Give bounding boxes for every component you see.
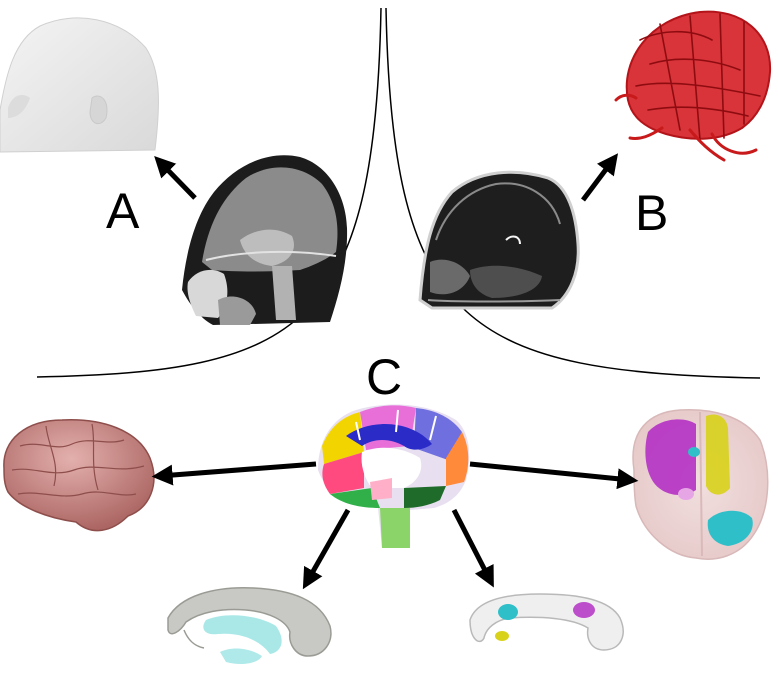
panel-label-b: B [635, 185, 669, 241]
panel-label-c: C [366, 349, 403, 405]
arrow-c-down-right [451, 508, 494, 588]
ct-angiography-slice [418, 170, 580, 310]
t1-mri-slice [182, 155, 348, 325]
panel-label-a: A [106, 183, 140, 239]
arrow-c-right [469, 461, 639, 490]
glass-brain-render [632, 408, 769, 560]
cortical-surface-render [3, 419, 155, 532]
vessel-tree-render [614, 10, 772, 162]
head-surface-render [0, 17, 159, 153]
arrow-b [581, 153, 619, 202]
arrow-a [154, 155, 197, 200]
divider-right-curve [385, 7, 761, 379]
corpus-callosum-render [167, 587, 332, 664]
ventricle-render [469, 593, 624, 651]
arrow-c-down-left [302, 508, 351, 590]
parcellation-slice [318, 404, 470, 548]
arrow-c-left [151, 461, 317, 486]
